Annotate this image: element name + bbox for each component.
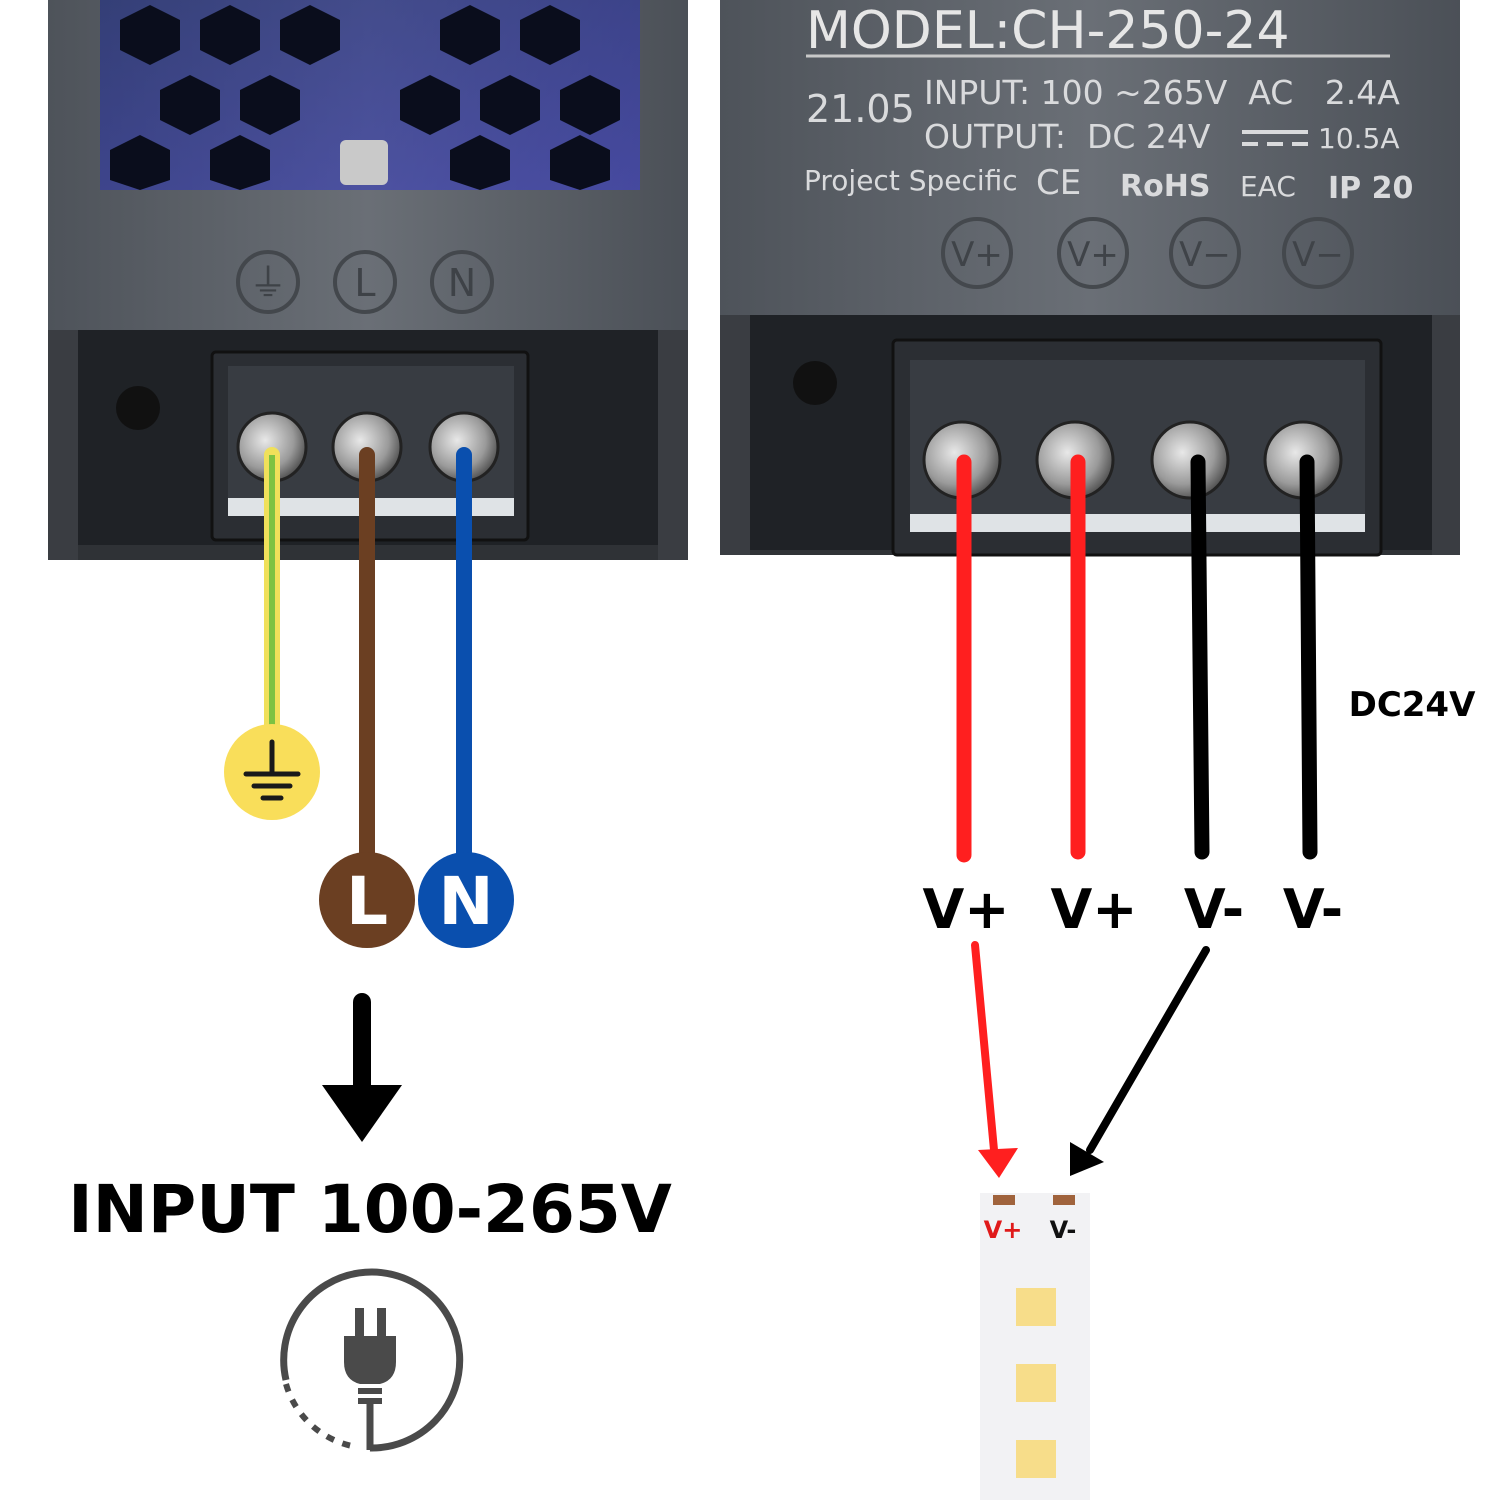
output-power-supply: MODEL:CH-250-24 21.05 INPUT: 100 ~265V A… [720, 0, 1460, 557]
output-psu-cover [720, 0, 1460, 315]
negative-wire-2 [1299, 454, 1318, 860]
live-badge: L [319, 852, 415, 948]
input-power-supply: ⏚ L N [48, 0, 688, 560]
negative-pad [1053, 1195, 1075, 1205]
output-mark-2: V+ [1067, 235, 1119, 275]
input-terminal-marks [236, 250, 494, 314]
input-voltage-label: INPUT 100-265V [68, 1171, 672, 1248]
output-terminal-marks [941, 217, 1354, 289]
ce-mark: CE [1036, 163, 1081, 203]
ip-rating: IP 20 [1328, 171, 1413, 206]
power-plug-icon [280, 1268, 464, 1452]
negative-screw-1 [1150, 420, 1230, 500]
led-chip [1016, 1288, 1056, 1326]
neutral-badge-label: N [438, 863, 493, 940]
terminal-label-4: V- [1283, 878, 1343, 941]
eac-mark: EAC [1240, 170, 1296, 203]
negative-pad-label: V- [1050, 1216, 1077, 1244]
ac-wires [264, 447, 472, 868]
date-code: 21.05 [806, 87, 915, 131]
output-mark-4: V− [1292, 235, 1344, 275]
led-chip [1016, 1364, 1056, 1402]
led-chip [1016, 1440, 1056, 1478]
earth-badge [224, 724, 320, 820]
neutral-terminal-mark: N [448, 261, 476, 305]
input-rating: INPUT: 100 ~265V AC 2.4A [924, 73, 1400, 112]
earth-symbol-icon [243, 739, 301, 801]
down-arrow-icon [322, 993, 402, 1142]
earth-terminal-mark: ⏚ [249, 261, 287, 305]
dc-symbol-icon [1242, 130, 1308, 146]
rohs-mark: RoHS [1120, 169, 1210, 204]
led-strip: V+ V- [980, 1193, 1090, 1500]
positive-connection-arrow [971, 941, 1018, 1178]
negative-connection-arrow [1070, 946, 1210, 1176]
terminal-label-2: V+ [1050, 878, 1137, 941]
terminal-label-3: V- [1184, 878, 1244, 941]
dc-wires [956, 454, 1318, 863]
positive-pad [993, 1195, 1015, 1205]
live-terminal-mark: L [354, 261, 375, 305]
negative-wire-1 [1190, 454, 1210, 860]
output-mark-1: V+ [951, 235, 1003, 275]
input-psu-vent [100, 0, 640, 190]
positive-pad-label: V+ [984, 1216, 1023, 1244]
dc-voltage-label: DC24V [1349, 685, 1476, 725]
output-current: 10.5A [1318, 122, 1400, 155]
output-rating: OUTPUT: DC 24V [924, 117, 1211, 156]
model-number: MODEL:CH-250-24 [806, 1, 1290, 61]
terminal-label-1: V+ [922, 878, 1009, 941]
live-badge-label: L [346, 863, 388, 940]
output-label-plate: MODEL:CH-250-24 21.05 INPUT: 100 ~265V A… [804, 1, 1413, 206]
project-specific: Project Specific [804, 164, 1018, 197]
output-mark-3: V− [1179, 235, 1231, 275]
neutral-badge: N [418, 852, 514, 948]
